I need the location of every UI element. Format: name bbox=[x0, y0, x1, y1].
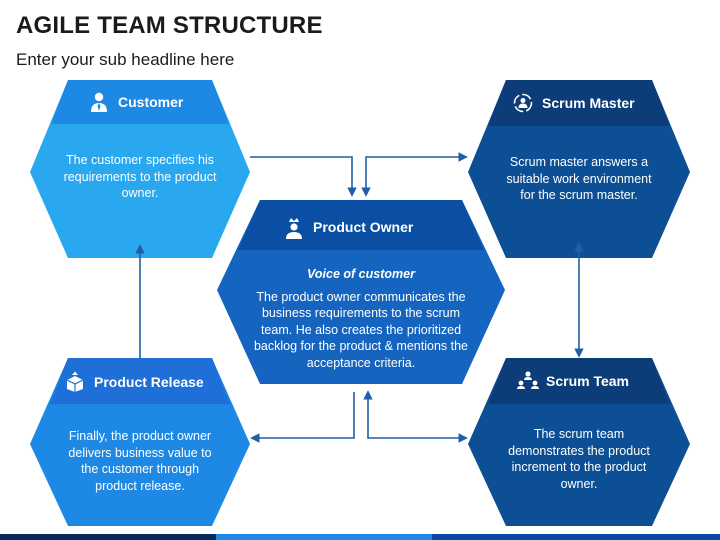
page-title: AGILE TEAM STRUCTURE bbox=[16, 12, 323, 39]
page-subtitle: Enter your sub headline here bbox=[16, 50, 235, 69]
product-owner-title: Product Owner bbox=[313, 219, 414, 235]
product-release-hexagon bbox=[30, 358, 250, 526]
product-owner-body: Voice of customer The product owner comm… bbox=[252, 266, 470, 371]
product-release-header-shape bbox=[50, 358, 230, 404]
arrow-product-owner-to-scrum-master bbox=[361, 152, 468, 197]
arrow-customer-to-product-owner bbox=[250, 156, 357, 197]
bottom-accent-bar bbox=[0, 534, 720, 540]
scrum-master-header: Scrum Master bbox=[512, 91, 635, 115]
product-release-title: Product Release bbox=[94, 374, 204, 390]
product-owner-description: The product owner communicates the busin… bbox=[253, 289, 468, 370]
scrum-master-header-shape bbox=[488, 80, 670, 126]
customer-header: Customer bbox=[88, 90, 183, 114]
scrum-team-description: The scrum team demonstrates the product … bbox=[508, 427, 650, 491]
box-release-icon bbox=[64, 371, 86, 393]
scrum-master-description: Scrum master answers a suitable work env… bbox=[506, 155, 652, 202]
scrum-team-header-shape bbox=[488, 358, 670, 404]
customer-header-shape bbox=[51, 80, 229, 124]
scrum-team-title: Scrum Team bbox=[546, 373, 629, 389]
product-owner-subtitle: Voice of customer bbox=[307, 267, 415, 281]
connector-arrows bbox=[135, 152, 584, 443]
scrum-master-hexagon bbox=[468, 80, 690, 258]
scrum-team-hexagon bbox=[468, 358, 690, 526]
arrow-product-owner-to-product-release bbox=[250, 392, 355, 443]
scrum-team-header: Scrum Team bbox=[516, 369, 629, 393]
customer-body-shape bbox=[30, 80, 250, 258]
product-owner-header: Product Owner bbox=[283, 214, 413, 240]
customer-hexagon bbox=[30, 80, 250, 258]
product-release-header: Product Release bbox=[64, 370, 204, 394]
product-release-description: Finally, the product owner delivers busi… bbox=[68, 429, 212, 493]
team-icon bbox=[516, 370, 539, 392]
person-icon bbox=[88, 91, 110, 113]
customer-description: The customer specifies his requirements … bbox=[63, 153, 217, 200]
scrum-master-title: Scrum Master bbox=[542, 95, 635, 111]
product-owner-hexagon bbox=[217, 200, 505, 384]
cycle-person-icon bbox=[512, 92, 534, 114]
arrow-scrum-team-to-product-owner bbox=[363, 390, 468, 443]
customer-title: Customer bbox=[118, 94, 184, 110]
crowned-person-icon bbox=[283, 216, 305, 239]
